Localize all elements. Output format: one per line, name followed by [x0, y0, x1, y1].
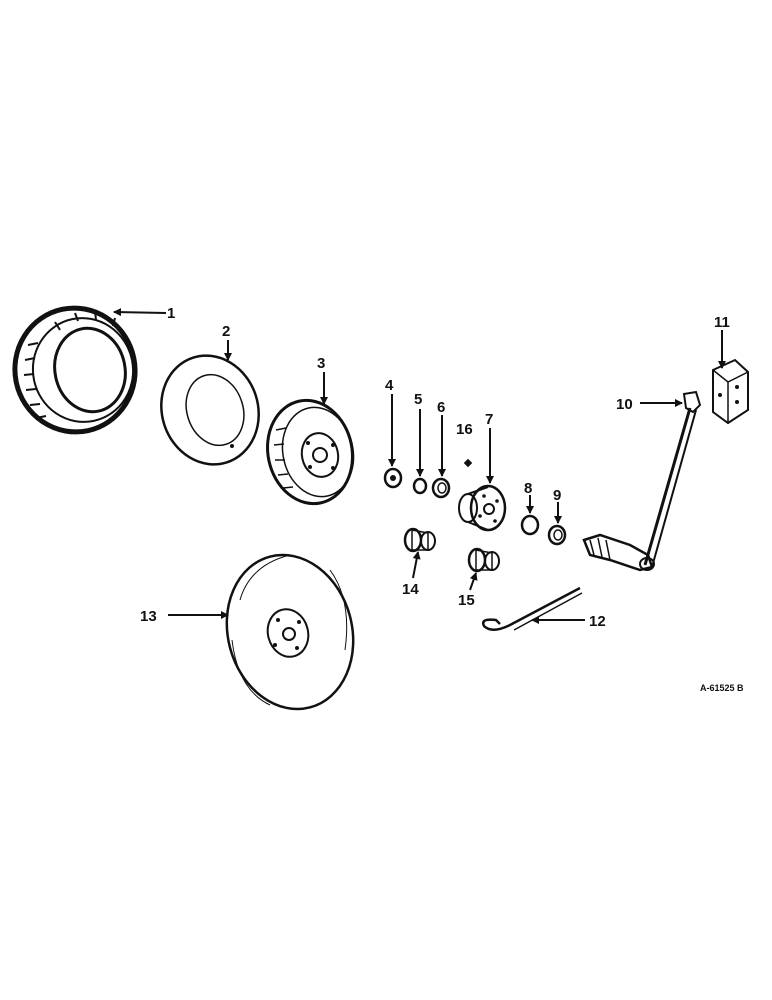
- callout-10: 10: [616, 396, 633, 413]
- callout-16: 16: [456, 421, 473, 438]
- part-9-seal: [547, 524, 567, 546]
- part-11-bracket: [712, 358, 749, 425]
- callout-11: 11: [714, 314, 730, 331]
- part-14-bearing-cup: [403, 527, 436, 553]
- part-1-tire: [12, 305, 138, 435]
- part-6-bearing-cone: [431, 477, 451, 499]
- leader-1: [113, 308, 167, 317]
- callout-12: 12: [589, 613, 606, 630]
- part-15-bearing-cup: [467, 547, 500, 573]
- callout-8: 8: [524, 480, 532, 497]
- part-8-bearing-cup: [520, 514, 540, 536]
- callout-5: 5: [414, 391, 422, 408]
- leader-14: [412, 551, 421, 579]
- callout-4: 4: [385, 377, 394, 394]
- part-16-grease-fitting: [463, 458, 473, 468]
- drawing-number: A-61525 B: [700, 683, 744, 693]
- part-4-nut: [383, 467, 403, 489]
- callout-labels: 1 2 3 4 5 6 7 8 9 10 11 12 13 14 15 16: [140, 305, 730, 630]
- leader-lines: [113, 308, 726, 624]
- callout-2: 2: [222, 323, 230, 340]
- callout-13: 13: [140, 608, 157, 625]
- callout-1: 1: [167, 305, 175, 322]
- part-2-tube: [160, 354, 260, 466]
- callout-6: 6: [437, 399, 445, 416]
- part-10-spindle: [582, 390, 702, 572]
- part-5-washer: [412, 477, 428, 495]
- callout-3: 3: [317, 355, 325, 372]
- part-13-wheel-assembly: [225, 553, 355, 711]
- part-3-rim: [266, 398, 355, 506]
- part-12-rod: [482, 586, 583, 631]
- callout-7: 7: [485, 411, 493, 428]
- callout-14: 14: [402, 581, 419, 598]
- callout-15: 15: [458, 592, 475, 609]
- leader-15: [469, 572, 478, 591]
- part-7-hub: [458, 484, 507, 532]
- callout-9: 9: [553, 487, 561, 504]
